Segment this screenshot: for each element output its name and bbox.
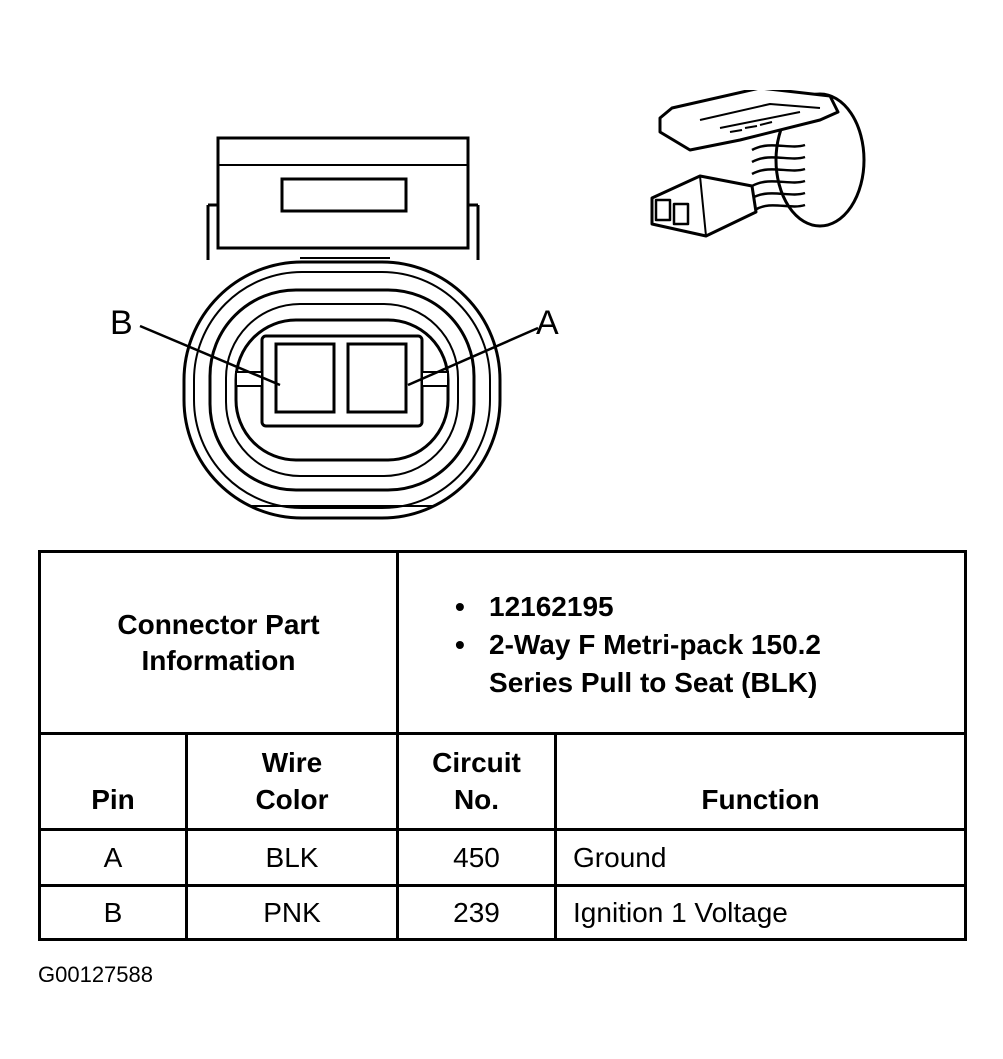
cell-wire-color: PNK <box>184 884 400 941</box>
terminal-a <box>346 342 408 414</box>
connector-face-diagram <box>139 136 539 520</box>
pin-label-b: B <box>110 304 133 342</box>
connector-part-heading: Connector Part Information <box>37 550 400 735</box>
cell-pin: B <box>38 884 188 941</box>
connector-isometric-diagram <box>650 90 866 238</box>
figure-id: G00127588 <box>38 962 153 987</box>
cell-function: Ignition 1 Voltage <box>554 884 968 941</box>
cell-wire-color: BLK <box>184 828 400 887</box>
connector-info-table: Connector Part Information 12162195 2-Wa… <box>37 550 968 941</box>
cell-function: Ground <box>554 828 968 887</box>
part-number: 12162195 <box>455 588 964 626</box>
cell-circuit-no: 450 <box>396 828 558 887</box>
table-row: B PNK 239 Ignition 1 Voltage <box>38 884 968 941</box>
cell-circuit-no: 239 <box>396 884 558 941</box>
part-description: 2-Way F Metri-pack 150.2 Series Pull to … <box>455 626 964 702</box>
connector-part-details: 12162195 2-Way F Metri-pack 150.2 Series… <box>396 550 968 735</box>
header-pin: Pin <box>38 732 188 831</box>
pin-label-a: A <box>536 304 559 342</box>
leader-line-a <box>407 326 539 387</box>
cell-pin: A <box>38 828 188 887</box>
header-wire-color: Wire Color <box>184 732 400 831</box>
header-function: Function <box>554 732 968 831</box>
leader-line-b <box>139 324 281 387</box>
terminal-b <box>274 342 336 414</box>
header-circuit-no: Circuit No. <box>396 732 558 831</box>
table-row: A BLK 450 Ground <box>38 828 968 887</box>
